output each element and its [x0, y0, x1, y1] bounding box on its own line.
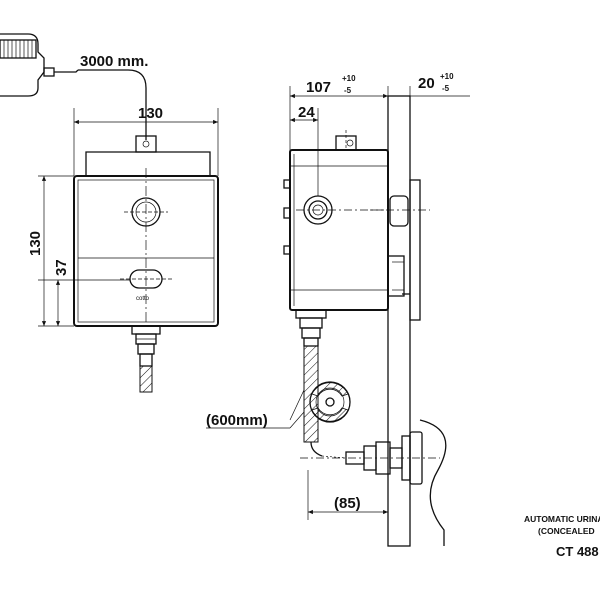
front-width-label: 130	[138, 105, 163, 122]
inlet-offset-label: 24	[298, 104, 315, 121]
adapter-cable	[78, 69, 147, 140]
power-adapter	[0, 33, 79, 97]
title-line-1: AUTOMATIC URINA	[524, 514, 600, 524]
sensor-offset-label: 37	[53, 259, 70, 276]
side-view: 107 +10 -5 20 +10 -5 24	[283, 72, 470, 547]
front-height-label: 130	[27, 231, 44, 256]
wall-tol-label: 20	[418, 75, 435, 92]
hose-length-label: (600mm)	[206, 412, 268, 429]
outlet-offset-label: (85)	[334, 495, 361, 512]
wall-tol-plus: +10	[440, 72, 454, 81]
model-number: CT 488	[556, 544, 599, 559]
cable-length-label: 3000 mm.	[80, 53, 148, 70]
title-block: AUTOMATIC URINA (CONCEALED CT 488	[524, 514, 600, 559]
side-depth-label: 107	[306, 79, 331, 96]
title-line-2: (CONCEALED	[538, 526, 595, 536]
wall-tol-minus: -5	[442, 84, 450, 93]
front-view: 130 cotto 130 37	[27, 105, 219, 393]
side-depth-tol-plus: +10	[342, 74, 356, 83]
side-depth-tol-minus: -5	[344, 86, 352, 95]
brand-logo: cotto	[136, 296, 150, 302]
